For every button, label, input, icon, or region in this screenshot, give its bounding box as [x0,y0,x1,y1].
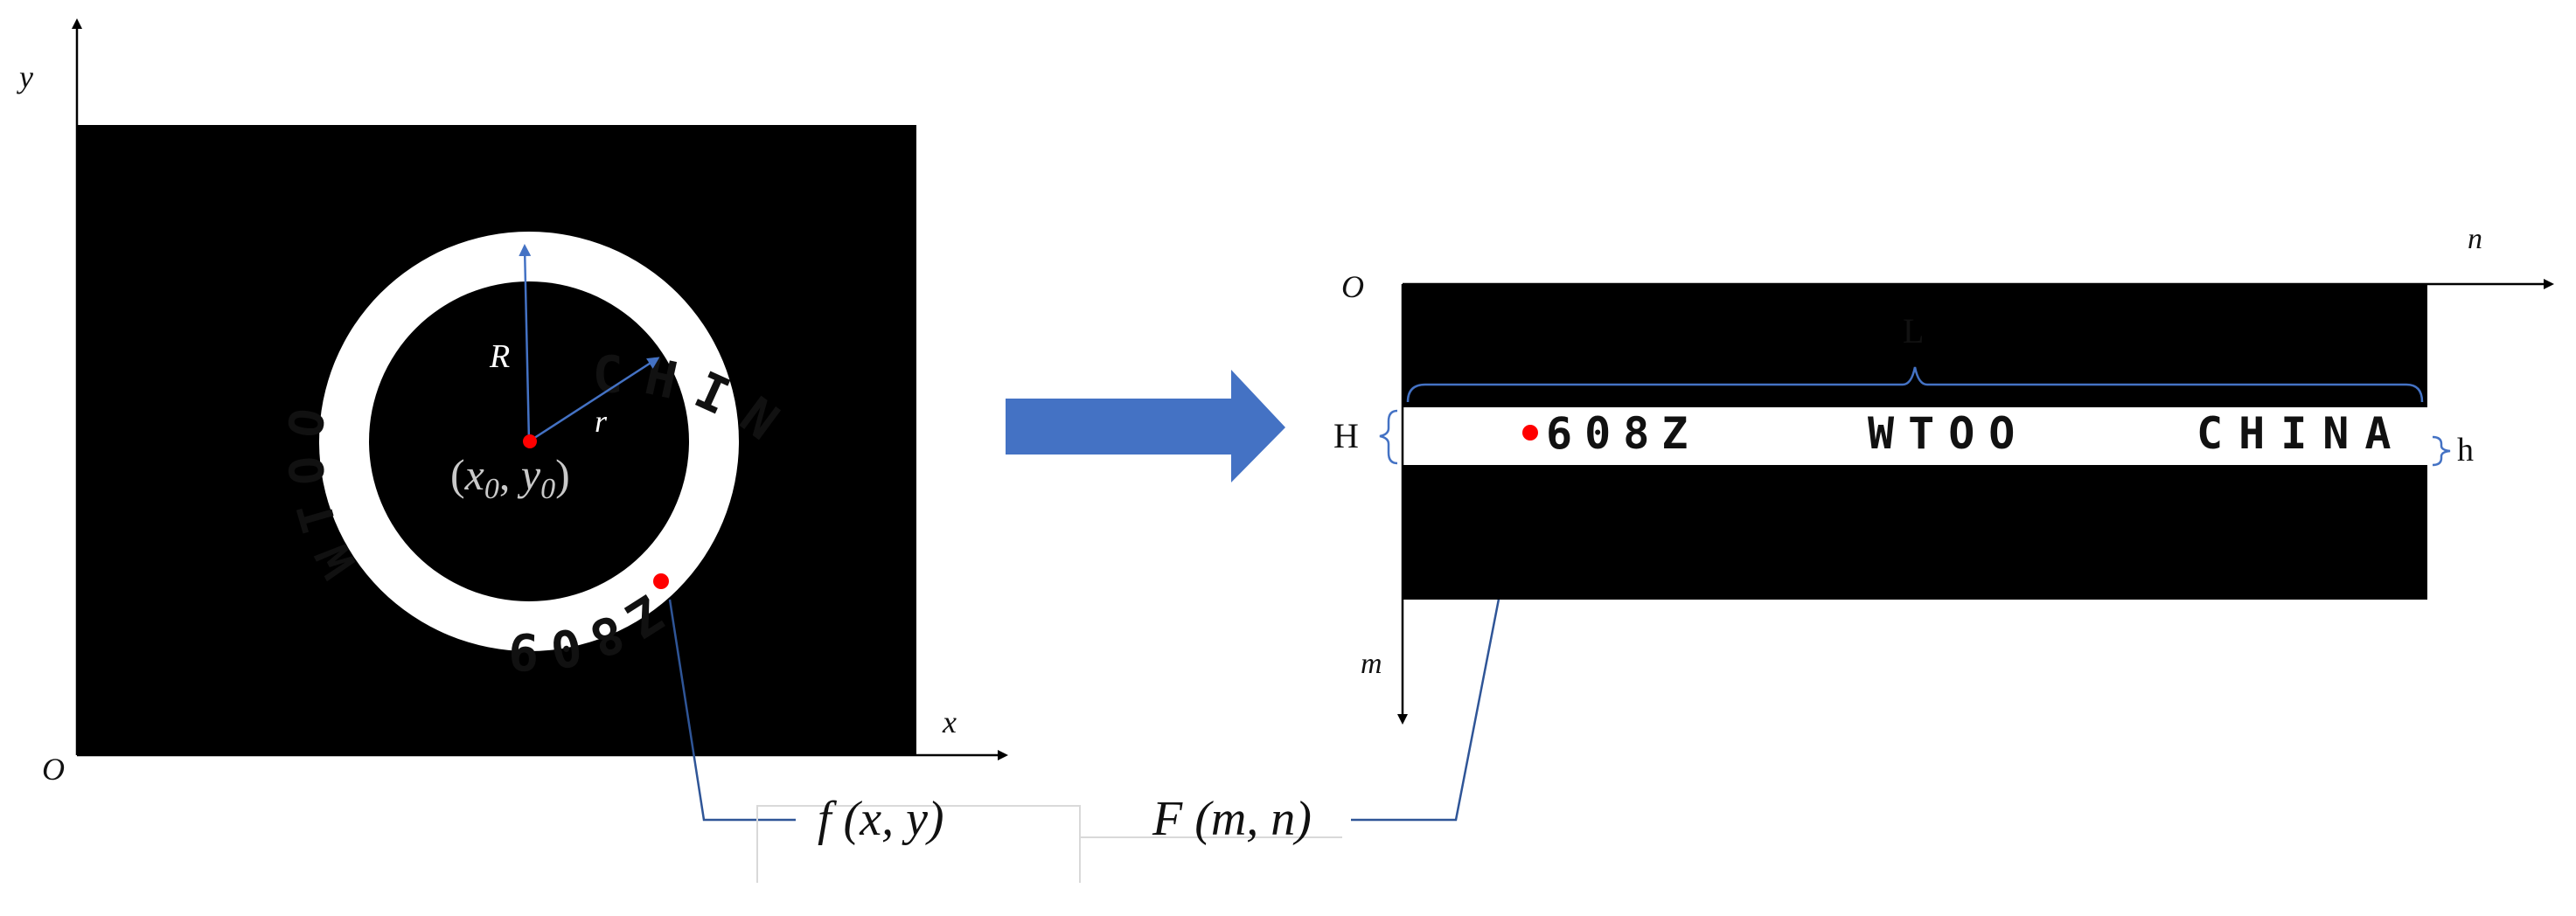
strip-text-2: WTOO [1868,408,2029,459]
height-outer-brace [1379,409,1398,465]
connectors: f (x, y) F (m, n) [668,445,1530,883]
right-origin-label: O [1341,269,1364,304]
left-panel: y x O CHINA WTOO Z809 R r (x0, y0) [0,0,1008,787]
transform-arrow [1006,370,1285,482]
strip-text-1: 608Z [1546,408,1700,459]
height-inner-brace [2432,435,2451,467]
x-axis-label: x [942,704,957,739]
inner-radius-arrow [528,357,660,443]
label-box-outline [756,805,1342,883]
height-inner-label: h [2457,432,2474,468]
unwrapped-text-strip [1403,407,2427,465]
height-outer-label: H [1333,416,1359,455]
outer-radius-arrow [519,244,532,442]
length-label: L [1903,311,1924,350]
y-axis-label: y [17,59,33,94]
n-axis-label: n [2468,223,2482,255]
origin-label: O [42,752,65,787]
sample-point-marker [653,573,669,589]
inner-radius-label: r [595,404,608,439]
outer-radius-label: R [489,338,510,375]
length-brace [1406,366,2424,403]
right-panel: O n m 608Z WTOO CHINA L H h [1333,223,2554,725]
center-label: (x0, y0) [450,450,570,505]
function-F-label: F (m, n) [1152,792,1312,846]
function-f-label: f (x, y) [818,792,944,846]
strip-text-3: CHINA [2197,408,2407,459]
center-point-marker [523,434,537,448]
leader-line-left [668,599,796,822]
strip-sample-marker [1522,425,1538,441]
m-axis-label: m [1361,648,1382,680]
